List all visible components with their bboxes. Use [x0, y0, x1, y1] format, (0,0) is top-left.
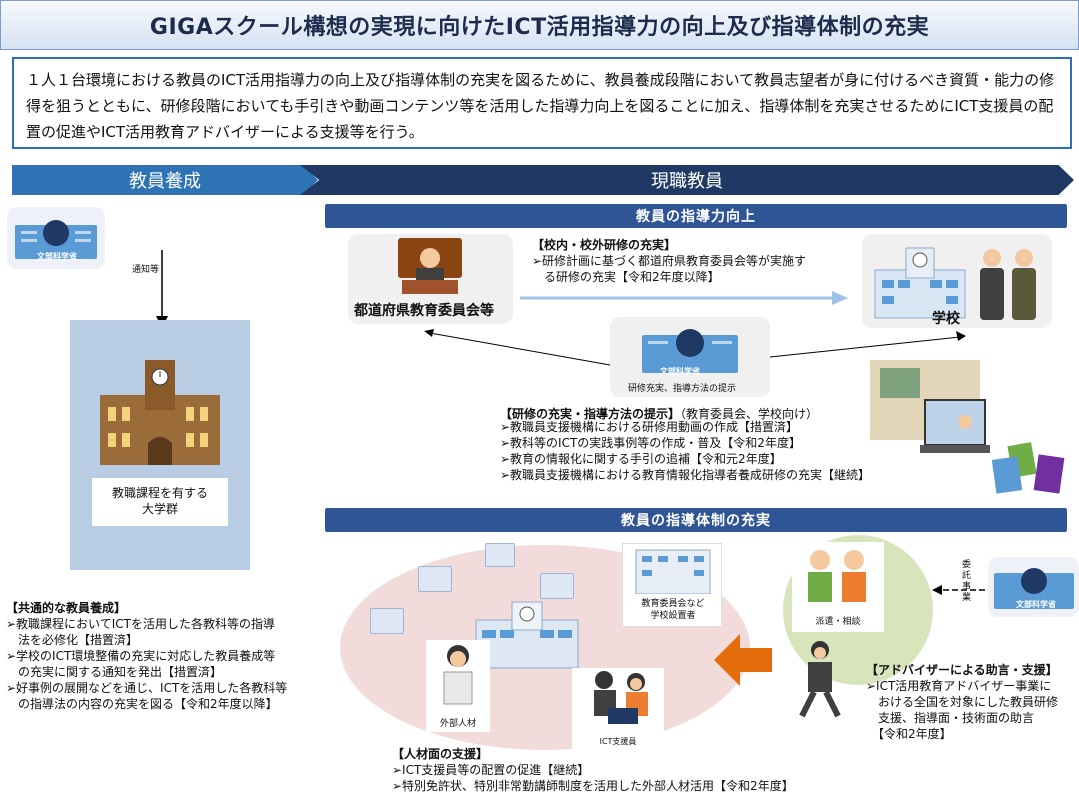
methods-arrows [424, 329, 966, 366]
common-item: 法を必修化【措置済】 [6, 633, 139, 647]
mext-card-left: 文部科学省 [7, 207, 105, 269]
common-item: ➢学校のICT環境整備の充実に対応した教員養成等 [6, 649, 276, 663]
training-arrow [520, 291, 848, 305]
methods-list: ➢教職員支援機構における研修用動画の作成【措置済】 ➢教科等のICTの実践事例等… [500, 419, 870, 483]
board-label: 都道府県教育委員会等 [354, 303, 494, 319]
advisor-card: 派遣・相談 [792, 542, 884, 632]
common-training-title: 【共通的な教員養成】 [6, 601, 127, 615]
school-small-icon [418, 566, 452, 592]
school-card: 学校 [862, 234, 1052, 328]
advisors-icon [808, 550, 866, 602]
training-item: ➢研修計画に基づく都道府県教育委員会等が実施す [532, 254, 807, 268]
hr-title: 【人材面の支援】 [392, 747, 489, 761]
support-orange-arrow [714, 634, 772, 686]
university-panel: 教職課程を有する 大学群 [70, 320, 250, 570]
training-list: ➢研修計画に基づく都道府県教育委員会等が実施す る研修の充実【令和2年度以降】 [532, 253, 806, 285]
common-item: ➢好事例の展開などを通じ、ICTを活用した各教科等 [6, 681, 288, 695]
mext-card-right: 文部科学省 [988, 557, 1079, 617]
band-teacher-training: 教員養成 [12, 165, 318, 195]
advisor-item: 【令和2年度】 [866, 727, 952, 741]
board-card: 都道府県教育委員会等 [348, 234, 513, 324]
advisor-item: おける全国を対象にした教員研修 [866, 695, 1059, 709]
board-system-card: 教育委員会など 学校設置者 [622, 543, 722, 627]
commission-label: 委託事業 [962, 560, 972, 603]
methods-item: ➢教育の情報化に関する手引の追補【令和元2年度】 [500, 452, 782, 466]
mext-label: 文部科学省 [37, 252, 77, 261]
external-label: 外部人材 [439, 719, 476, 729]
advisor-title: 【アドバイザーによる助言・支援】 [866, 663, 1058, 677]
methods-item: ➢教職員支援機構における研修用動画の作成【措置済】 [500, 420, 799, 434]
board-official-icon [398, 238, 462, 294]
methods-item: ➢教科等のICTの実践事例等の作成・普及【令和2年度】 [500, 436, 801, 450]
advisor-item: 支援、指導面・技術面の助言 [866, 711, 1035, 725]
school-small-icon [370, 608, 404, 634]
school-main-icon [475, 601, 579, 669]
notice-label: 通知等 [132, 265, 160, 275]
university-building-icon [100, 360, 220, 465]
methods-title-row: 【研修の充実・指導方法の提示】（教育委員会、学校向け） [500, 403, 818, 422]
mext-label: 文部科学省 [660, 367, 700, 376]
common-item: ➢教職課程においてICTを活用した各教科等の指導 [6, 617, 275, 631]
teachers-icon [980, 249, 1036, 320]
common-item: の充実に関する通知を発出【措置済】 [6, 665, 223, 679]
external-staff-card: 外部人材 [426, 640, 490, 732]
mext-card-center: 文部科学省 研修充実、指導方法の提示 [610, 317, 770, 397]
ict-staff-icon [594, 671, 648, 724]
mext-building-icon [642, 329, 738, 373]
common-training-list: ➢教職課程においてICTを活用した各教科等の指導 法を必修化【措置済】 ➢学校の… [6, 616, 287, 712]
ict-staff-label: ICT支援員 [599, 737, 637, 746]
hr-item: ➢ICT支援員等の配置の促進【継続】 [392, 763, 590, 777]
methods-title: 【研修の充実・指導方法の提示】 [500, 407, 681, 421]
ict-staff-card: ICT支援員 [572, 668, 664, 750]
dispatch-label: 派遣・相談 [815, 617, 861, 627]
mext-building-icon [994, 568, 1074, 609]
training-title: 【校内・校外研修の充実】 [532, 238, 677, 252]
classroom-pc-icon [870, 360, 990, 453]
common-item: の指導法の内容の充実を図る【令和2年度以降】 [6, 697, 278, 711]
university-label: 教職課程を有する 大学群 [92, 478, 228, 526]
advisor-item: ➢ICT活用教育アドバイザー事業に [866, 679, 1052, 693]
school-building-icon [874, 247, 966, 319]
external-person-icon [443, 645, 473, 705]
methods-suffix: （教育委員会、学校向け） [680, 407, 819, 421]
methods-item: ➢教職員支援機構における教育情報化指導者養成研修の充実【継続】 [500, 468, 871, 482]
board-system-label: 教育委員会など 学校設置者 [641, 599, 705, 621]
books-icon [992, 442, 1065, 494]
mext-caption: 研修充実、指導方法の提示 [628, 384, 737, 394]
mext-label: 文部科学省 [1016, 600, 1056, 609]
hr-list: ➢ICT支援員等の配置の促進【継続】 ➢特別免許状、特別非常勤講師制度を活用した… [392, 762, 794, 794]
commission-arrow [932, 585, 985, 595]
school-label: 学校 [932, 311, 960, 327]
page-title: GIGAスクール構想の実現に向けたICT活用指導力の向上及び指導体制の充実 [0, 0, 1079, 50]
guidance-header: 教員の指導力向上 [325, 204, 1067, 228]
office-building-icon [635, 549, 711, 594]
running-advisor-icon [799, 641, 841, 718]
hr-item: ➢特別免許状、特別非常勤講師制度を活用した外部人材活用【令和2年度】 [392, 779, 794, 793]
mext-building-icon [15, 220, 97, 259]
training-item: る研修の充実【令和2年度以降】 [532, 270, 720, 284]
summary-box: １人１台環境における教員のICT活用指導力の向上及び指導体制の充実を図るために、… [12, 57, 1072, 149]
advisor-list: ➢ICT活用教育アドバイザー事業に おける全国を対象にした教員研修 支援、指導面… [866, 678, 1058, 742]
band-current-teachers: 現職教員 [300, 165, 1074, 195]
school-small-icon [540, 573, 574, 599]
system-header: 教員の指導体制の充実 [325, 508, 1067, 532]
school-small-icon [485, 543, 515, 567]
